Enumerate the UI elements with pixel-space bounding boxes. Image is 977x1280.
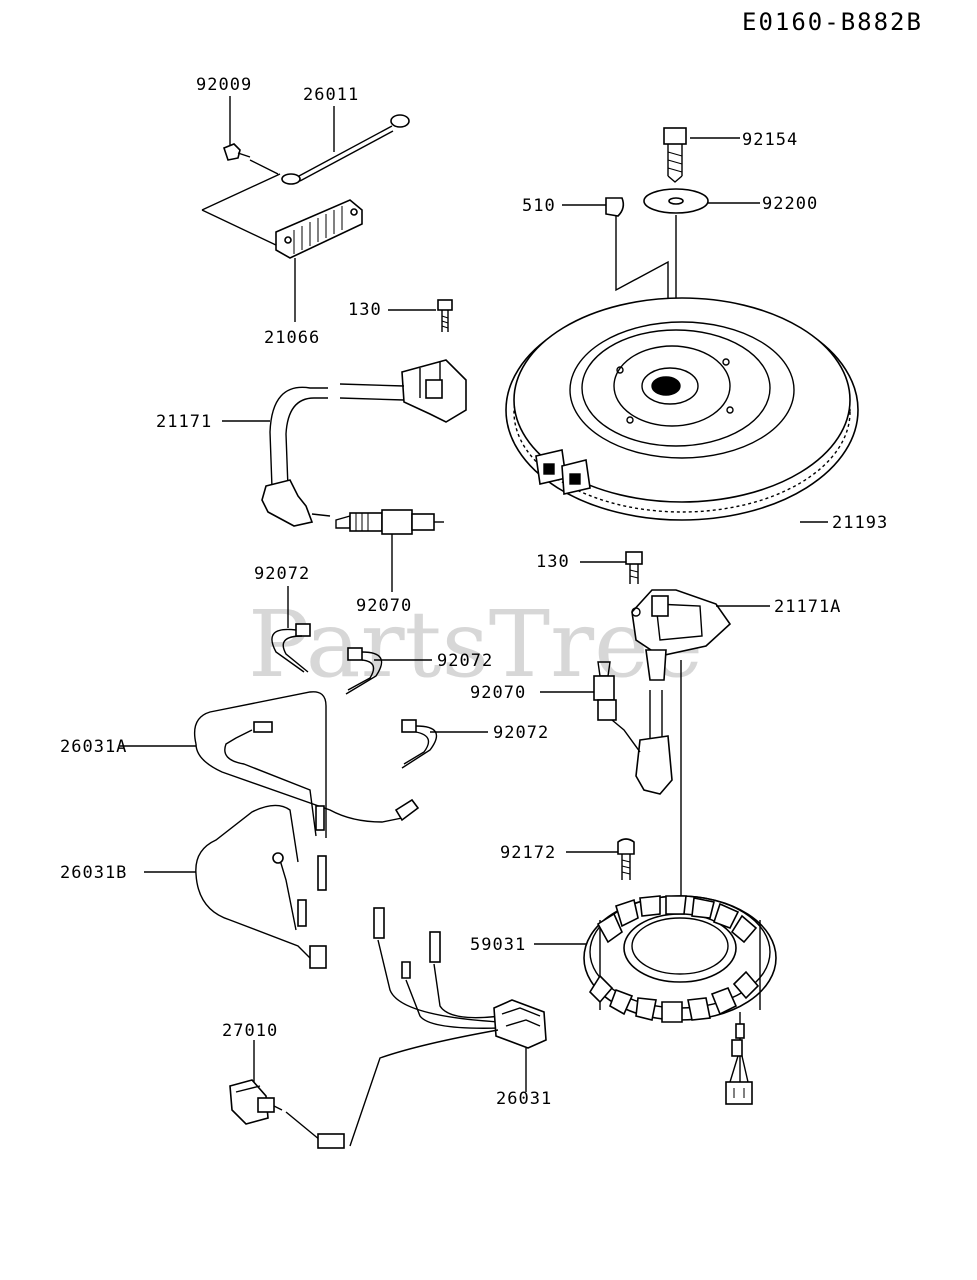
label-92200[interactable]: 92200: [762, 194, 818, 214]
label-21066[interactable]: 21066: [264, 328, 320, 348]
label-26031A[interactable]: 26031A: [60, 737, 127, 757]
label-92072-b[interactable]: 92072: [437, 651, 493, 671]
lead-wire-26011[interactable]: [281, 114, 410, 185]
label-130-mid[interactable]: 130: [536, 552, 570, 572]
oil-pressure-switch-27010[interactable]: [229, 1079, 345, 1149]
screw-92172[interactable]: [617, 838, 635, 880]
spark-plug-92070-mid[interactable]: [593, 661, 641, 753]
label-21171A[interactable]: 21171A: [774, 597, 841, 617]
spark-plug-92070-top[interactable]: [335, 509, 444, 535]
label-92070-top[interactable]: 92070: [356, 596, 412, 616]
label-92154[interactable]: 92154: [742, 130, 798, 150]
regulator-21066[interactable]: [275, 199, 363, 259]
label-21193[interactable]: 21193: [832, 513, 888, 533]
ignition-coil-21171[interactable]: [261, 359, 467, 527]
label-92009[interactable]: 92009: [196, 75, 252, 95]
clamp-92072-a[interactable]: [271, 623, 311, 673]
bolt-130-mid[interactable]: [625, 551, 643, 584]
label-26031B[interactable]: 26031B: [60, 863, 127, 883]
wire-harness-26031[interactable]: [349, 907, 547, 1147]
label-92072-a[interactable]: 92072: [254, 564, 310, 584]
label-27010[interactable]: 27010: [222, 1021, 278, 1041]
stator-59031[interactable]: [583, 895, 777, 1105]
label-92072-c[interactable]: 92072: [493, 723, 549, 743]
bolt-92154[interactable]: [663, 127, 687, 183]
label-26031[interactable]: 26031: [496, 1089, 552, 1109]
wire-harness-26031A[interactable]: [193, 691, 420, 838]
label-510[interactable]: 510: [522, 196, 556, 216]
label-26011[interactable]: 26011: [303, 85, 359, 105]
label-92070-mid[interactable]: 92070: [470, 683, 526, 703]
label-92172[interactable]: 92172: [500, 843, 556, 863]
wire-harness-26031B[interactable]: [195, 804, 327, 969]
screw-92009[interactable]: [223, 143, 251, 161]
label-21171[interactable]: 21171: [156, 412, 212, 432]
washer-92200[interactable]: [643, 188, 709, 214]
flywheel-21193[interactable]: [505, 297, 859, 521]
bolt-130-top[interactable]: [437, 299, 453, 332]
ignition-coil-21171A[interactable]: [631, 589, 732, 795]
label-59031[interactable]: 59031: [470, 935, 526, 955]
label-130-top[interactable]: 130: [348, 300, 382, 320]
key-510[interactable]: [605, 197, 625, 217]
clamp-92072-c[interactable]: [401, 719, 438, 769]
watermark: PartsTree: [248, 591, 703, 698]
diagram-code: E0160-B882B: [742, 8, 923, 36]
